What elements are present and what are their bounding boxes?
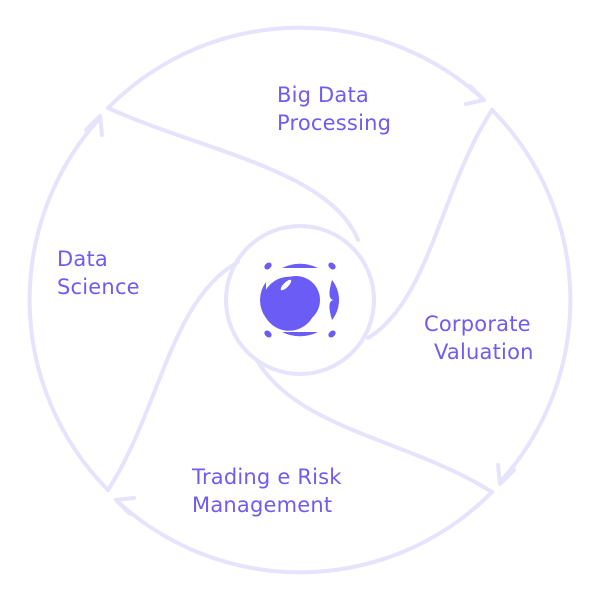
arc-bottom [114,490,494,575]
step-data-science: Data Science [57,245,140,301]
step-label-line: Processing [277,111,392,135]
step-label-line: Corporate [424,312,531,336]
arrowhead-right [496,463,516,486]
center-ring [224,224,376,376]
arc-right [490,108,573,484]
arrowhead-bottom [114,496,136,516]
logo-icon [260,262,340,338]
step-label-line: Valuation [434,340,534,364]
step-big-data-processing: Big Data Processing [277,81,391,137]
step-label-line: Big Data [277,83,369,107]
arc-left [27,116,110,492]
step-label-line: Trading e Risk [192,465,342,489]
step-label-line: Management [192,493,333,517]
arrowhead-top [464,84,486,106]
spiral-4 [106,260,240,492]
spiral-3 [256,360,494,494]
step-trading-risk-management: Trading e Risk Management [192,463,342,519]
step-label-line: Science [57,275,140,299]
arrowhead-left [84,114,104,137]
spiral-1 [106,106,360,242]
step-corporate-valuation: Corporate Valuation [424,310,534,366]
spiral-2 [366,108,494,340]
step-label-line: Data [57,247,108,271]
arc-top [106,25,486,110]
